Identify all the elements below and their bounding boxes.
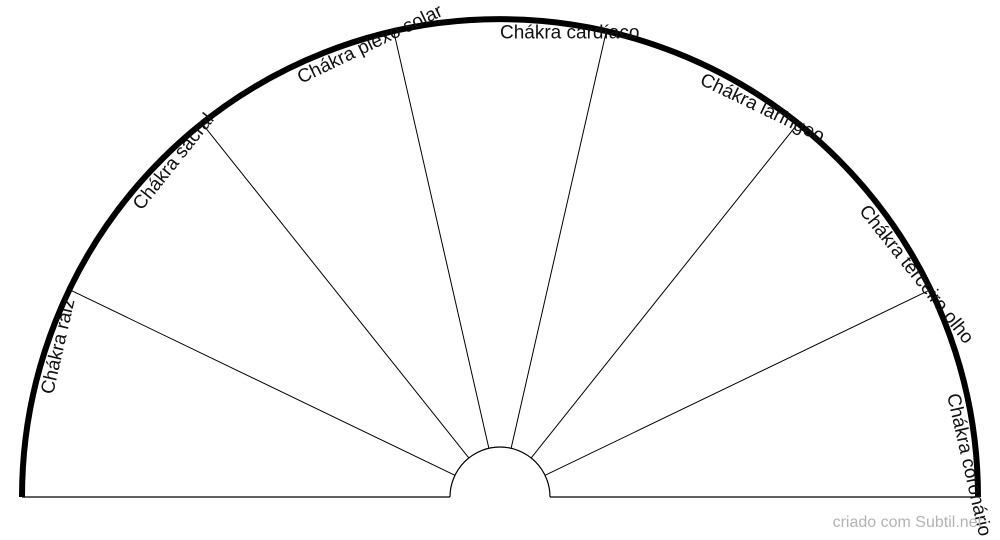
sector-divider: [530, 122, 799, 459]
sector-label: Chákra terceiro olho: [855, 201, 978, 348]
sector-divider: [544, 289, 931, 476]
center-hub-arc: [449, 446, 551, 498]
sector-label: Chákra plexo solar: [294, 0, 446, 88]
sector-divider: [201, 122, 470, 459]
sector-divider: [393, 30, 490, 449]
sector-divider: [510, 30, 607, 449]
sector-label: Chákra cardíaco: [500, 23, 639, 44]
outer-arc: [19, 16, 981, 498]
sector-divider: [69, 289, 456, 476]
sector-label: Chákra laríngeo: [697, 69, 828, 147]
credit-text: criado com Subtil.net: [832, 514, 982, 531]
sector-dividers: [69, 30, 931, 476]
sector-label: Chákra sacral: [129, 110, 219, 215]
